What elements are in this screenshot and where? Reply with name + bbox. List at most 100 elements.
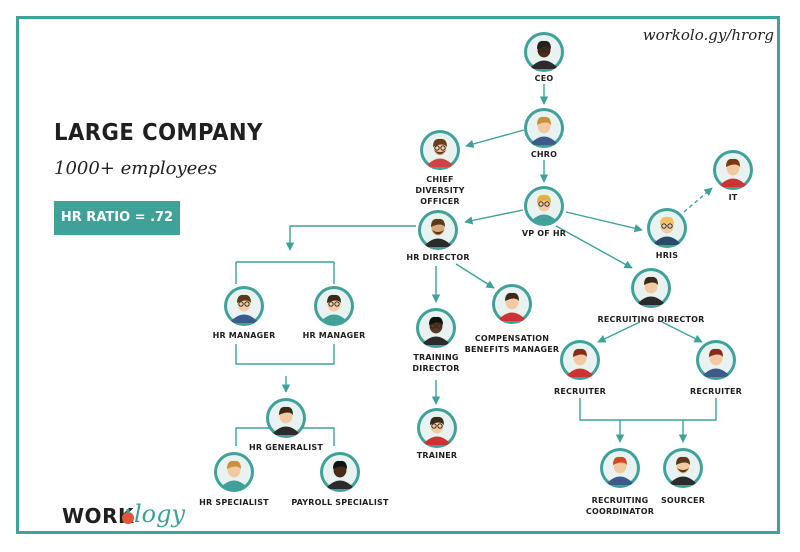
source-url[interactable]: workolo.gy/hrorg [642,26,774,44]
avatar-trainer [417,408,457,448]
avatar-shirt [327,480,353,489]
node-label-chro: CHRO [530,150,558,159]
node-label-vphr: VP OF HR [521,229,567,238]
logo-text-work: WORK [62,504,134,528]
node-label-recdir: RECRUITING DIRECTOR [597,315,705,324]
avatar-hrdir [418,210,458,250]
avatar-shirt [424,436,450,445]
avatar-recdir [631,268,671,308]
node-label-hrm1: HR MANAGER [212,331,276,340]
avatar-hrgen [266,398,306,438]
node-label-trainer: TRAINER [416,451,458,460]
avatar-payroll [320,452,360,492]
avatar-hair [429,316,443,325]
node-label-it: IT [728,193,738,202]
org-chart-connectors [235,84,717,446]
avatar-hair [279,406,293,415]
avatar-glasses [434,145,440,151]
node-label-hrm2: HR MANAGER [302,331,366,340]
avatar-chro [524,108,564,148]
edge-hrdir-comp [455,263,495,289]
node-label-hris: HRIS [655,251,679,260]
node-label-rec1: RECRUITER [553,387,606,396]
avatar-shirt [423,336,449,345]
avatar-shirt [531,214,557,223]
avatar-glasses [328,301,334,307]
avatar-shirt [531,136,557,145]
avatar-hair [573,348,587,357]
avatar-glasses [431,423,437,429]
avatar-glasses [667,223,673,229]
avatar-hair [505,292,519,301]
node-label-train: TRAINING DIRECTOR [412,353,460,373]
avatar-shirt [670,476,696,485]
avatar-vphr [524,186,564,226]
avatar-hair [644,276,658,285]
edge-hris-it [683,187,713,213]
avatar-shirt [720,178,746,187]
avatar-glasses [440,145,446,151]
avatar-shirt [567,368,593,377]
avatar-shirt [703,368,729,377]
page-title: LARGE COMPANY [54,120,263,146]
avatar-hair [431,218,445,227]
avatar-glasses [436,323,442,329]
avatar-it [713,150,753,190]
avatar-ceo [524,32,564,72]
avatar-hair [676,456,690,465]
avatar-glasses [238,301,244,307]
edge-chro-cdo [465,129,525,149]
avatar-hair [227,460,241,469]
node-label-hrgen: HR GENERALIST [248,443,324,452]
avatar-shirt [499,312,525,321]
org-chart-avatars [214,32,753,492]
avatar-hair [237,294,251,303]
avatar-hair [660,216,674,225]
avatar-shirt [321,314,347,323]
avatar-hair [537,40,551,49]
page-subtitle: 1000+ employees [54,158,218,179]
avatar-hair [726,158,740,167]
avatar-hair [709,348,723,357]
node-label-comp: COMPENSATION BENEFITS MANAGER [464,334,560,354]
avatar-comp [492,284,532,324]
node-label-hrspec: HR SPECIALIST [199,498,269,507]
avatar-reccoord [600,448,640,488]
node-label-cdo: CHIEF DIVERSITY OFFICER [415,175,465,206]
avatar-hrm1 [224,286,264,326]
avatar-beard [434,150,446,155]
avatar-hair [537,194,551,203]
avatar-glasses [544,47,550,53]
avatar-glasses [661,223,667,229]
avatar-hair [433,138,447,147]
node-label-hrdir: HR DIRECTOR [406,253,470,262]
avatar-shirt [425,238,451,247]
node-label-sourcer: SOURCER [660,496,706,505]
edge-vphr-hris [565,211,643,233]
avatar-rec2 [696,340,736,380]
hr-ratio-badge: HR RATIO = .72 [54,201,180,235]
avatar-hair [613,456,627,465]
avatar-hrspec [214,452,254,492]
edge-vphr-hrdir [464,209,524,225]
workology-logo: WORK logy [62,500,192,544]
avatar-shirt [273,426,299,435]
avatar-hair [537,116,551,125]
avatar-cdo [420,130,460,170]
avatar-glasses [437,423,443,429]
avatar-shirt [221,480,247,489]
edge-recdir-rec1 [597,321,641,343]
avatar-glasses [430,323,436,329]
flask-icon [122,509,134,524]
avatar-beard [432,230,444,235]
node-label-ceo: CEO [534,74,554,83]
avatar-hair [327,294,341,303]
edge-recdir-rec2 [661,321,703,343]
avatar-sourcer [663,448,703,488]
node-label-rec2: RECRUITER [689,387,742,396]
avatar-glasses [538,47,544,53]
avatar-hair [430,416,444,425]
logo-text-logy: logy [134,500,186,528]
avatar-glasses [538,201,544,207]
